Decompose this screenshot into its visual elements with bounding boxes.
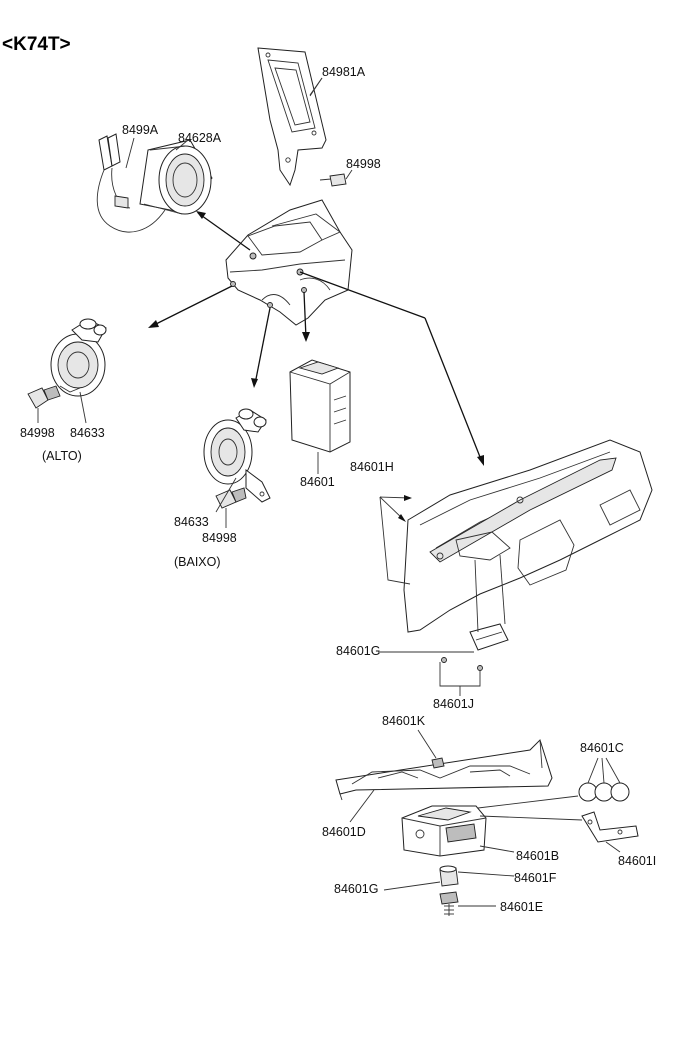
label-84601F: 84601F: [514, 871, 557, 885]
bracket-84601I: [581, 811, 639, 843]
label-84601D: 84601D: [322, 825, 366, 839]
label-84981A: 84981A: [322, 65, 366, 79]
vehicle-body: [225, 199, 353, 326]
connector-8499A: [96, 133, 189, 233]
leader-arrows: [148, 211, 484, 466]
buzzer-84628A: [139, 139, 213, 215]
label-84601G-bot: 84601G: [334, 882, 378, 896]
label-84601E: 84601E: [500, 900, 543, 914]
bracket-84601D: [335, 739, 553, 801]
label-84633-mid: 84633: [174, 515, 209, 529]
dashboard-panel: [403, 439, 653, 633]
label-84601K: 84601K: [382, 714, 426, 728]
module-84601B: [401, 805, 487, 857]
label-84601H: 84601H: [350, 460, 394, 474]
bracket-84981A: [257, 47, 327, 187]
label-84601B: 84601B: [516, 849, 559, 863]
bolt-84998-top: [319, 169, 353, 187]
clips-84601C: [578, 757, 630, 802]
bolt-84998-mid: [215, 487, 247, 528]
label-84633-left: 84633: [70, 426, 105, 440]
label-84601: 84601: [300, 475, 335, 489]
note-baixo: (BAIXO): [174, 555, 221, 569]
label-84601I: 84601I: [618, 854, 656, 868]
label-84601J: 84601J: [433, 697, 474, 711]
dash-module-84601G: [469, 554, 509, 651]
label-84628A: 84628A: [178, 131, 222, 145]
bolt-84998-left: [27, 385, 61, 423]
horn-baixo: [203, 408, 271, 503]
horn-alto: [50, 318, 107, 397]
label-84998-left: 84998: [20, 426, 55, 440]
diagram-title: <K74T>: [2, 34, 71, 55]
module-84601: [289, 359, 351, 453]
label-84998-top: 84998: [346, 157, 381, 171]
label-8499A: 8499A: [122, 123, 159, 137]
bolt-84601E: [439, 891, 459, 916]
label-84601G-top: 84601G: [336, 644, 380, 658]
spacer-84601F: [439, 865, 459, 887]
label-84601C: 84601C: [580, 741, 624, 755]
label-84998-mid: 84998: [202, 531, 237, 545]
note-alto: (ALTO): [42, 449, 82, 463]
